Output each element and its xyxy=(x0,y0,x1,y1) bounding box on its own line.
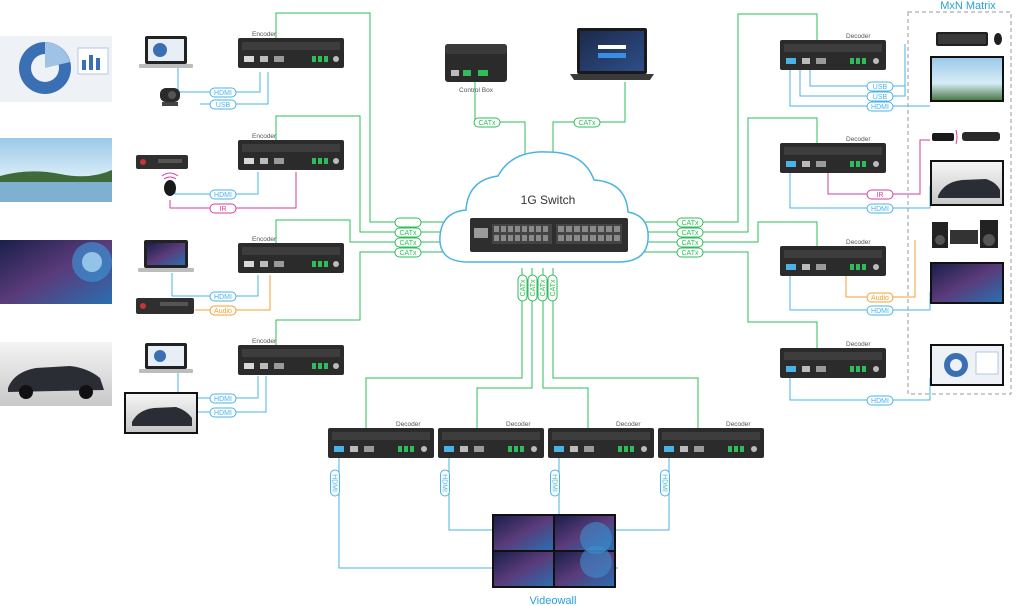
encoder-2: Encoder xyxy=(238,133,344,170)
audio-label: Audio xyxy=(214,308,232,315)
monitor-chart xyxy=(930,344,1004,386)
hdmi-label: HDMI xyxy=(214,396,232,403)
camera-device xyxy=(160,88,180,106)
mxn-matrix: MxN Matrix xyxy=(907,0,1012,395)
link-tags: CATx CATx CATx CATx CATx CATx CATx CATx … xyxy=(209,81,894,497)
monitor-car xyxy=(124,392,198,434)
decoder-v1: Decoder xyxy=(328,421,434,458)
ir-receiver xyxy=(161,172,179,196)
keyboard-mouse xyxy=(936,32,1002,46)
network-switch xyxy=(470,218,628,252)
decoder-r3: Decoder xyxy=(780,239,886,276)
catx-label: CATx xyxy=(400,230,417,237)
catx-label: CATx xyxy=(579,120,596,127)
decoder-label: Decoder xyxy=(846,239,871,246)
usb-label: USB xyxy=(216,102,231,109)
laptop-3 xyxy=(139,343,193,373)
encoder-label: Encoder xyxy=(252,338,277,345)
decoder-label: Decoder xyxy=(616,421,641,428)
encoders: Encoder Encoder Encoder Encoder xyxy=(238,31,344,375)
catx-label: CATx xyxy=(530,279,537,296)
audio-label: Audio xyxy=(871,295,889,302)
hdmi-label: HDMI xyxy=(871,104,889,111)
decoder-label: Decoder xyxy=(846,136,871,143)
hdmi-label: HDMI xyxy=(871,206,889,213)
catx-label: CATx xyxy=(400,250,417,257)
decoders-videowall: Decoder Decoder Decoder Decoder xyxy=(328,421,764,458)
catx-label: CATx xyxy=(520,279,527,296)
decoder-r2: Decoder xyxy=(780,136,886,173)
decoder-label: Decoder xyxy=(846,33,871,40)
catx-label: CATx xyxy=(400,240,417,247)
source-images xyxy=(0,36,112,406)
videowall-title: Videowall xyxy=(530,595,577,606)
hdmi-label: HDMI xyxy=(871,398,889,405)
laptop-1 xyxy=(139,36,193,68)
catx-tag-group-right: CATx CATx CATx CATx xyxy=(676,217,704,258)
usb-label: USB xyxy=(873,94,888,101)
catx-label: CATx xyxy=(682,230,699,237)
catx-label: CATx xyxy=(682,240,699,247)
hdmi-label: HDMI xyxy=(214,192,232,199)
control-laptop xyxy=(570,28,654,80)
decoder-r1: Decoder xyxy=(780,33,886,70)
ir-label: IR xyxy=(877,192,884,199)
ir-label: IR xyxy=(220,206,227,213)
decoder-r4: Decoder xyxy=(780,341,886,378)
encoder-1: Encoder xyxy=(238,31,344,68)
usb-label: USB xyxy=(873,84,888,91)
flower-source-image xyxy=(0,240,112,304)
hdmi-label: HDMI xyxy=(661,474,668,492)
chart-source-image xyxy=(0,36,112,102)
decoder-label: Decoder xyxy=(506,421,531,428)
landscape-source-image xyxy=(0,138,112,202)
catx-tag-group-left: CATx CATx CATx CATx xyxy=(394,217,422,258)
catx-label: CATx xyxy=(400,220,417,227)
decoder-label: Decoder xyxy=(726,421,751,428)
encoder-3: Encoder xyxy=(238,236,344,273)
encoder-label: Encoder xyxy=(252,31,277,38)
encoder-label: Encoder xyxy=(252,236,277,243)
videowall: Videowall xyxy=(492,514,616,606)
hdmi-label: HDMI xyxy=(214,90,232,97)
speaker-system xyxy=(932,220,998,248)
control-box-label: Control Box xyxy=(459,87,494,94)
car-source-image xyxy=(0,342,112,406)
switch-label: 1G Switch xyxy=(521,193,576,207)
catx-label: CATx xyxy=(682,220,699,227)
decoder-v4: Decoder xyxy=(658,421,764,458)
media-player-2 xyxy=(136,298,194,314)
monitor-landscape xyxy=(930,56,1004,102)
monitor-car-right xyxy=(930,160,1004,206)
hdmi-label: HDMI xyxy=(551,474,558,492)
control-box: Control Box xyxy=(445,44,507,94)
decoder-v2: Decoder xyxy=(438,421,544,458)
hdmi-label: HDMI xyxy=(214,294,232,301)
catx-label: CATx xyxy=(550,279,557,296)
decoder-label: Decoder xyxy=(396,421,421,428)
decoder-v3: Decoder xyxy=(548,421,654,458)
encoder-4: Encoder xyxy=(238,338,344,375)
hdmi-label: HDMI xyxy=(331,474,338,492)
decoders-right: Decoder Decoder Decoder Decoder xyxy=(780,33,886,378)
decoder-label: Decoder xyxy=(846,341,871,348)
catx-label: CATx xyxy=(479,120,496,127)
laptop-2 xyxy=(138,240,194,272)
catx-label: CATx xyxy=(540,279,547,296)
encoder-label: Encoder xyxy=(252,133,277,140)
catx-label: CATx xyxy=(682,250,699,257)
hdmi-label: HDMI xyxy=(871,308,889,315)
source-devices xyxy=(124,36,198,434)
hdmi-label: HDMI xyxy=(214,410,232,417)
monitor-flower xyxy=(930,262,1004,304)
ir-remote xyxy=(932,129,1000,145)
hdmi-label: HDMI xyxy=(441,474,448,492)
media-player-1 xyxy=(136,155,188,169)
matrix-title: MxN Matrix xyxy=(940,0,996,12)
